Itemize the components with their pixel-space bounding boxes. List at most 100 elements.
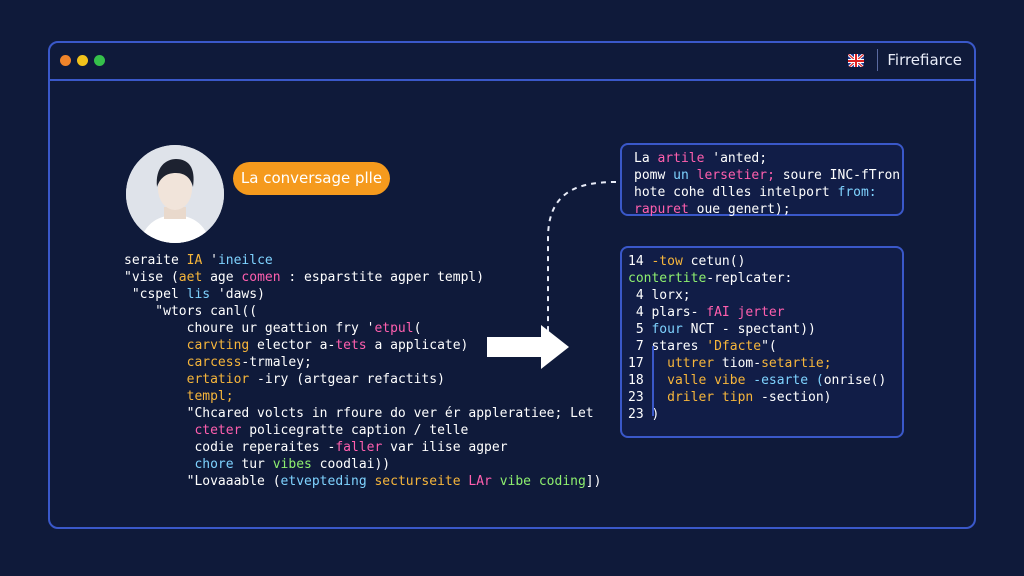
code-line: seraite IA 'ineilce (124, 252, 601, 269)
code-token: 17 (628, 356, 668, 371)
info-line: rapuret oue genert); (634, 201, 900, 218)
code-token: secturseite (366, 474, 461, 489)
code-token: etpul (374, 321, 414, 336)
code-panel-line: contertite-replcater: (628, 270, 886, 287)
code-token: hote cohe dlles intelport (634, 185, 838, 200)
code-token: ( (413, 321, 422, 336)
code-line: "cspel lis 'daws) (124, 286, 601, 303)
code-token: IA (186, 253, 203, 268)
code-token: "wtors canl(( (124, 304, 258, 319)
code-token: -esarte ( (745, 373, 824, 388)
code-token: comen (241, 270, 281, 285)
code-token: contertite (628, 271, 707, 286)
code-line: carcess-trmaley; (124, 354, 601, 371)
code-line: cteter policegratte caption / telle (124, 422, 601, 439)
code-token: cetun() (682, 254, 746, 269)
code-line: templ; (124, 388, 601, 405)
code-token: 18 (628, 373, 668, 388)
code-token: -tow (651, 254, 683, 269)
code-panel-line: 17 uttrer tiom-setartie; (628, 355, 886, 372)
code-token: NCT - spectant)) (682, 322, 816, 337)
code-token: codie reperaites - (124, 440, 336, 455)
code-token: oue genert); (688, 202, 791, 217)
code-token: vibes (264, 457, 312, 472)
code-line: codie reperaites -faller var ilise agper (124, 439, 601, 456)
code-token: cteter (124, 423, 242, 438)
code-token: aet (178, 270, 203, 285)
code-line: carvting elector a-tets a applicate) (124, 337, 601, 354)
code-token: vibe coding (491, 474, 586, 489)
maximize-dot-icon[interactable] (94, 55, 105, 66)
code-token: uttrer (667, 356, 715, 371)
code-token: 7 stares (628, 339, 707, 354)
code-panel: 14 -tow cetun()contertite-replcater: 4 l… (620, 246, 904, 438)
code-token: "( (761, 339, 777, 354)
user-avatar-icon (126, 145, 224, 243)
code-token: LAr (460, 474, 492, 489)
code-token: 'Dfacte (706, 339, 762, 354)
code-token: carcess (124, 355, 242, 370)
code-token: faller (335, 440, 383, 455)
code-token: onrise (823, 373, 871, 388)
code-token: var ilise agper (382, 440, 508, 455)
code-line: "Chcared volcts in rfoure do ver ér appl… (124, 405, 601, 422)
code-token: "Chcared volcts in rfoure do ver ér appl… (124, 406, 594, 421)
code-token: : esparstite agper templ) (280, 270, 485, 285)
code-token: driler tipn (667, 390, 754, 405)
code-token: coodlai)) (311, 457, 391, 472)
indent-guide (652, 346, 654, 416)
code-line: ertatior -iry (artgear refactits) (124, 371, 601, 388)
info-panel: La artile 'anted;pomw un lersetier; sour… (620, 143, 904, 218)
info-line: La artile 'anted; (634, 150, 900, 167)
code-token: -section) (753, 390, 832, 405)
code-panel-line: 7 stares 'Dfacte"( (628, 338, 886, 355)
code-token: carvting (124, 338, 250, 353)
code-token: setartie; (761, 356, 832, 371)
code-token: -trmaley; (241, 355, 312, 370)
right-arrow-icon (487, 325, 569, 369)
code-panel-code: 14 -tow cetun()contertite-replcater: 4 l… (628, 253, 886, 423)
code-token: lersetier; (688, 168, 775, 183)
info-panel-code: La artile 'anted;pomw un lersetier; sour… (634, 150, 900, 218)
code-token: tiom- (714, 356, 762, 371)
code-token: 'anted; (704, 151, 768, 166)
code-token: ertatior (124, 372, 250, 387)
code-token: "vise ( (124, 270, 179, 285)
code-panel-line: 4 lorx; (628, 287, 886, 304)
code-token: chore (124, 457, 242, 472)
code-token: 23 (628, 407, 652, 422)
uk-flag-icon[interactable] (848, 53, 864, 67)
minimize-dot-icon[interactable] (77, 55, 88, 66)
code-panel-line: 23 driler tipn -section) (628, 389, 886, 406)
code-line: "Lovaaable (etvepteding secturseite LAr … (124, 473, 602, 490)
code-token: 'daws) (210, 287, 265, 302)
code-token: ' (202, 253, 218, 268)
code-token: tur (241, 457, 265, 472)
code-token: 14 (628, 254, 652, 269)
code-panel-line: 14 -tow cetun() (628, 253, 886, 270)
code-panel-line: 4 plars- fAI jerter (628, 304, 886, 321)
code-panel-line: 23 ) (628, 406, 886, 423)
code-token: elector a- (249, 338, 336, 353)
code-token: fAI (706, 305, 730, 320)
code-token: choure ur geattion fry ' (124, 321, 375, 336)
code-token: age (202, 270, 242, 285)
code-token: ineilce (217, 253, 273, 268)
dashed-connector (547, 181, 617, 346)
code-token: soure INC-fTron (774, 168, 901, 183)
code-line: "wtors canl(( (124, 303, 601, 320)
close-dot-icon[interactable] (60, 55, 71, 66)
code-line: chore tur vibes coodlai)) (124, 456, 601, 473)
info-line: pomw un lersetier; soure INC-fTron (634, 167, 900, 184)
code-token: templ; (124, 389, 234, 404)
code-token: 4 (628, 288, 652, 303)
conversation-bubble[interactable]: La conversage plle (233, 162, 390, 195)
app-title: Firrefiarce (887, 51, 962, 69)
code-token: tets (335, 338, 367, 353)
code-panel-line: 18 valle vibe -esarte (onrise() (628, 372, 886, 389)
code-token: etvepteding (280, 474, 367, 489)
code-token: artile (657, 151, 705, 166)
code-panel-line: 5 four NCT - spectant)) (628, 321, 886, 338)
code-token: a applicate) (366, 338, 469, 353)
left-code-block: seraite IA 'ineilce"vise (aet age comen … (124, 252, 601, 490)
